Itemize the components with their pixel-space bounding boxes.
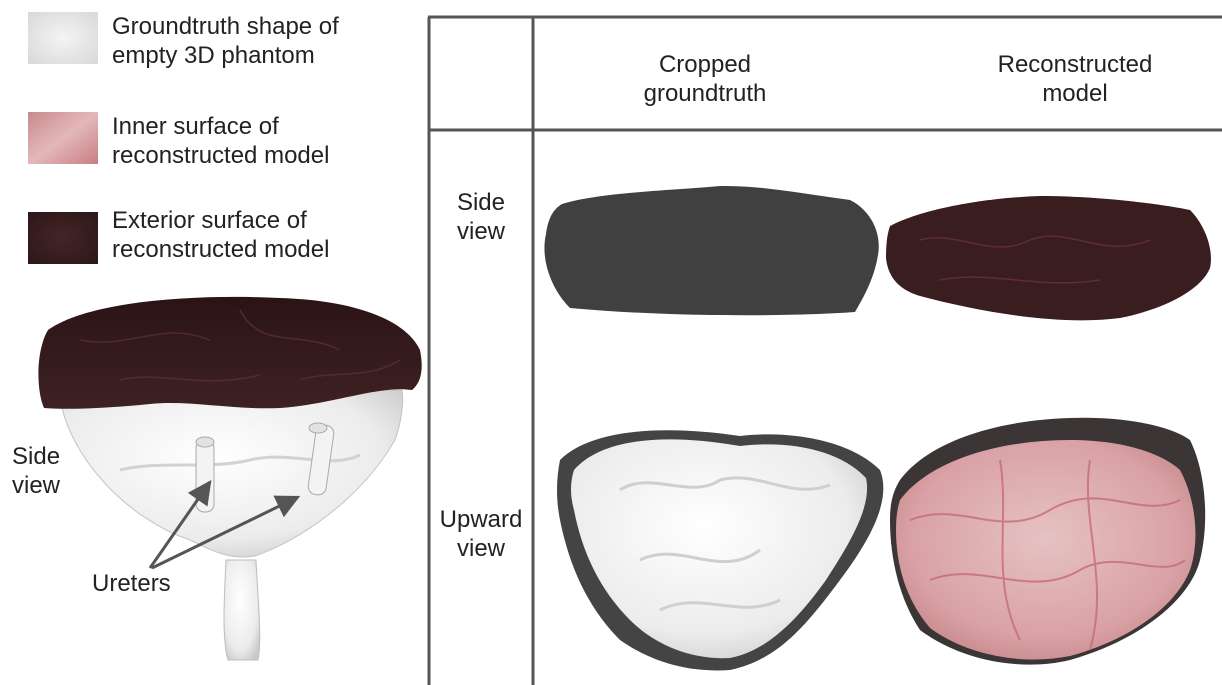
col-header-reconstructed: Reconstructed model	[960, 50, 1190, 108]
col-header-cropped: Cropped groundtruth	[590, 50, 820, 108]
phantom-body	[60, 390, 403, 557]
row-label-upward-line2: view	[430, 534, 532, 563]
reconstructed-side	[886, 196, 1211, 320]
reconstructed-upward-inner	[896, 440, 1195, 660]
row-label-upward-view: Upward view	[430, 505, 532, 563]
col-header-cropped-line1: Cropped	[590, 50, 820, 79]
left-side-view-line1: Side	[12, 442, 60, 471]
row-label-side-view: Side view	[432, 188, 530, 246]
legend-groundtruth-line2: empty 3D phantom	[112, 41, 412, 70]
legend-inner-line1: Inner surface of	[112, 112, 412, 141]
legend-swatch-exterior	[28, 212, 98, 264]
row-label-upward-line1: Upward	[430, 505, 532, 534]
legend-inner-line2: reconstructed model	[112, 141, 412, 170]
row-label-side-line2: view	[432, 217, 530, 246]
row-label-side-line1: Side	[432, 188, 530, 217]
legend-exterior-text: Exterior surface of reconstructed model	[112, 206, 412, 264]
col-header-reconstructed-line2: model	[960, 79, 1190, 108]
legend-exterior-line1: Exterior surface of	[112, 206, 412, 235]
legend-inner-text: Inner surface of reconstructed model	[112, 112, 412, 170]
phantom-stem	[224, 560, 260, 660]
legend-groundtruth-line1: Groundtruth shape of	[112, 12, 412, 41]
ureter-left	[196, 440, 214, 512]
legend-swatch-groundtruth	[28, 12, 98, 64]
exterior-cap	[38, 297, 421, 409]
left-side-view-line2: view	[12, 471, 60, 500]
legend-groundtruth-text: Groundtruth shape of empty 3D phantom	[112, 12, 412, 70]
legend-swatch-inner	[28, 112, 98, 164]
ureters-label: Ureters	[92, 569, 171, 598]
col-header-cropped-line2: groundtruth	[590, 79, 820, 108]
cropped-groundtruth-side	[544, 186, 878, 315]
col-header-reconstructed-line1: Reconstructed	[960, 50, 1190, 79]
legend-exterior-line2: reconstructed model	[112, 235, 412, 264]
phantom-side-view	[38, 297, 421, 660]
left-side-view-label: Side view	[12, 442, 60, 500]
